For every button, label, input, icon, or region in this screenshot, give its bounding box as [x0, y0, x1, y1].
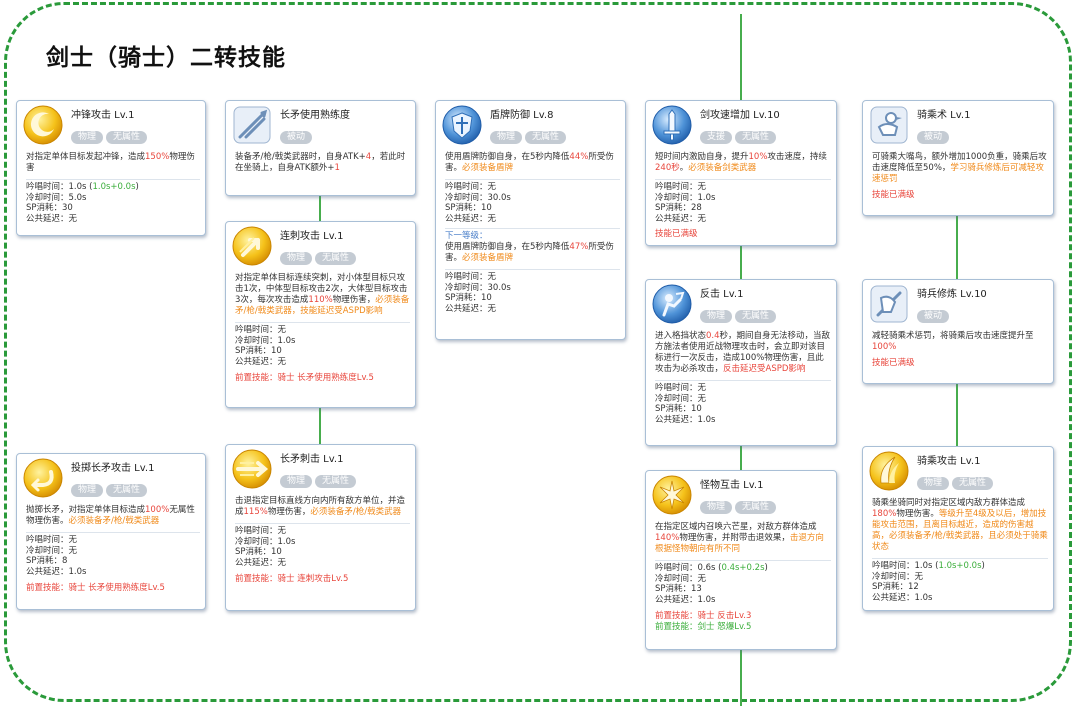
- skill-description: 使用盾牌防御自身，在5秒内降低44%所受伤害。必须装备盾牌: [445, 152, 614, 173]
- skill-card-guard[interactable]: 盾牌防御 Lv.8 物理无属性 使用盾牌防御自身，在5秒内降低44%所受伤害。必…: [435, 100, 626, 340]
- skill-card-spear-mastery[interactable]: 长矛使用熟练度 被动 装备矛/枪/戟类武器时，自身ATK+4，若此时在坐骑上，自…: [225, 100, 416, 196]
- tag-no-element: 无属性: [735, 310, 777, 323]
- skill-name: 冲锋攻击 Lv.1: [71, 110, 135, 121]
- tag-no-element: 无属性: [315, 252, 357, 265]
- skill-name: 长矛使用熟练度: [280, 110, 350, 121]
- tag-physical: 物理: [280, 475, 313, 488]
- skill-name: 怪物互击 Lv.1: [700, 480, 764, 491]
- max-level-note: 技能已满级: [872, 358, 915, 368]
- skill-description: 对指定单体目标连续突刺，对小体型目标只攻击1次，中体型目标攻击2次，大体型目标攻…: [235, 273, 410, 316]
- skill-name: 骑乘术 Lv.1: [917, 110, 971, 121]
- tag-no-element: 无属性: [735, 131, 777, 144]
- skill-description: 进入格挡状态0.4秒，期间自身无法移动，当敌方施法者使用近战物理攻击时，会立即对…: [655, 331, 831, 374]
- counter-icon: [652, 284, 692, 324]
- prerequisite-skill: 前置技能：骑士 长矛使用熟练度Lv.5: [26, 583, 165, 593]
- skill-name: 长矛刺击 Lv.1: [280, 454, 344, 465]
- skill-stats: 吟唱时间：无 冷却时间：1.0s SP消耗：28 公共延迟：无: [655, 179, 831, 224]
- skill-card-cavalier-mastery[interactable]: 骑兵修炼 Lv.10 被动 减轻骑乘术惩罚，将骑乘后攻击速度提升至100% 技能…: [862, 279, 1054, 384]
- skill-name: 投掷长矛攻击 Lv.1: [71, 463, 155, 474]
- skill-stats: 吟唱时间：1.0s (1.0s+0.0s) 冷却时间：5.0s SP消耗：30 …: [26, 179, 200, 224]
- skill-description: 骑乘坐骑同时对指定区域内敌方群体造成180%物理伤害。等级升至4级及以后，增加技…: [872, 498, 1048, 552]
- skill-card-riding[interactable]: 骑乘术 Lv.1 被动 可骑乘大嘴鸟，额外增加1000负重，骑乘后攻击速度降低至…: [862, 100, 1054, 216]
- connector-line: [956, 216, 958, 279]
- tag-no-element: 无属性: [525, 131, 567, 144]
- tag-no-element: 无属性: [952, 477, 994, 490]
- skill-stats: 吟唱时间：无 冷却时间：1.0s SP消耗：10 公共延迟：无: [235, 523, 410, 568]
- skill-name: 连刺攻击 Lv.1: [280, 231, 344, 242]
- skill-description: 击退指定目标直线方向内所有敌方单位，并造成115%物理伤害，必须装备矛/枪/戟类…: [235, 496, 406, 517]
- skill-card-spear-throw[interactable]: 投掷长矛攻击 Lv.1 物理无属性 抛掷长矛，对指定单体目标造成100%无属性物…: [16, 453, 206, 610]
- shield-icon: [442, 105, 482, 145]
- skill-name: 骑兵修炼 Lv.10: [917, 289, 987, 300]
- skill-card-brandish-spear[interactable]: 骑乘攻击 Lv.1 物理无属性 骑乘坐骑同时对指定区域内敌方群体造成180%物理…: [862, 446, 1054, 611]
- skill-name: 反击 Lv.1: [700, 289, 744, 300]
- tag-physical: 物理: [700, 501, 733, 514]
- skill-description: 装备矛/枪/戟类武器时，自身ATK+4，若此时在坐骑上，自身ATK额外+1: [235, 152, 406, 173]
- skill-stats: 吟唱时间：无 冷却时间：30.0s SP消耗：10 公共延迟：无: [445, 179, 620, 224]
- skill-description: 抛掷长矛，对指定单体目标造成100%无属性物理伤害。必须装备矛/枪/戟类武器: [26, 505, 195, 526]
- prerequisite-skill: 前置技能：骑士 长矛使用熟练度Lv.5: [235, 373, 374, 383]
- next-level-stats: 吟唱时间：无 冷却时间：30.0s SP消耗：10 公共延迟：无: [445, 269, 620, 314]
- skill-name: 盾牌防御 Lv.8: [490, 110, 554, 121]
- skill-card-spear-stab[interactable]: 长矛刺击 Lv.1 物理无属性 击退指定目标直线方向内所有敌方单位，并造成115…: [225, 444, 416, 611]
- tag-physical: 物理: [700, 310, 733, 323]
- max-level-note: 技能已满级: [872, 190, 915, 200]
- dashed-frame: [4, 2, 1072, 702]
- tag-physical: 物理: [917, 477, 950, 490]
- skill-stats: 吟唱时间：1.0s (1.0s+0.0s) 冷却时间：无 SP消耗：12 公共延…: [872, 558, 1048, 603]
- bird-icon: [869, 105, 909, 145]
- prerequisite-skill: 前置技能：骑士 连刺攻击Lv.5: [235, 574, 349, 584]
- skill-name: 骑乘攻击 Lv.1: [917, 456, 981, 467]
- tag-passive: 被动: [280, 131, 313, 144]
- skill-description: 短时间内激励自身，提升10%攻击速度，持续240秒。必须装备剑类武器: [655, 152, 827, 173]
- connector-line: [740, 446, 742, 470]
- skill-stats: 吟唱时间：无 冷却时间：无 SP消耗：10 公共延迟：1.0s: [655, 380, 831, 425]
- skill-description: 减轻骑乘术惩罚，将骑乘后攻击速度提升至100%: [872, 331, 1034, 352]
- tag-physical: 物理: [280, 252, 313, 265]
- skill-name: 剑攻速增加 Lv.10: [700, 110, 780, 121]
- blade-icon: [869, 451, 909, 491]
- page-title: 剑士（骑士）二转技能: [46, 45, 286, 71]
- skill-card-sword-quicken[interactable]: 剑攻速增加 Lv.10 支援无属性 短时间内激励自身，提升10%攻击速度，持续2…: [645, 100, 837, 246]
- prerequisite-skill-met: 前置技能：剑士 怒爆Lv.5: [655, 621, 752, 632]
- skill-card-counter[interactable]: 反击 Lv.1 物理无属性 进入格挡状态0.4秒，期间自身无法移动，当敌方施法者…: [645, 279, 837, 446]
- skill-description: 可骑乘大嘴鸟，额外增加1000负重，骑乘后攻击速度降低至50%，学习骑兵修炼后可…: [872, 152, 1047, 184]
- skill-card-bowling-bash[interactable]: 怪物互击 Lv.1 物理无属性 在指定区域内召唤六芒星，对敌方群体造成140%物…: [645, 470, 837, 650]
- tag-physical: 物理: [71, 484, 104, 497]
- arrow-icon: [232, 226, 272, 266]
- skill-card-charge[interactable]: 冲锋攻击 Lv.1 物理无属性 对指定单体目标发起冲锋，造成150%物理伤害 吟…: [16, 100, 206, 236]
- return-icon: [23, 458, 63, 498]
- skill-stats: 吟唱时间：无 冷却时间：无 SP消耗：8 公共延迟：1.0s: [26, 532, 200, 577]
- prerequisite-skill: 前置技能：骑士 反击Lv.3: [655, 611, 752, 621]
- connector-line: [319, 196, 321, 221]
- max-level-note: 技能已满级: [655, 229, 698, 239]
- connector-line: [956, 384, 958, 446]
- connector-line: [740, 650, 742, 706]
- lance-icon: [232, 449, 272, 489]
- burst-icon: [652, 475, 692, 515]
- tag-passive: 被动: [917, 131, 950, 144]
- next-level-label: 下一等级：: [445, 228, 620, 242]
- skill-stats: 吟唱时间：无 冷却时间：1.0s SP消耗：10 公共延迟：无: [235, 322, 410, 367]
- tag-no-element: 无属性: [315, 475, 357, 488]
- cavalier-icon: [869, 284, 909, 324]
- tag-no-element: 无属性: [735, 501, 777, 514]
- tag-passive: 被动: [917, 310, 950, 323]
- tag-no-element: 无属性: [106, 484, 148, 497]
- sword-icon: [652, 105, 692, 145]
- tag-physical: 物理: [71, 131, 104, 144]
- skill-stats: 吟唱时间：0.6s (0.4s+0.2s) 冷却时间：无 SP消耗：13 公共延…: [655, 560, 831, 605]
- connector-line: [319, 408, 321, 444]
- tag-no-element: 无属性: [106, 131, 148, 144]
- tag-physical: 物理: [490, 131, 523, 144]
- skill-description: 在指定区域内召唤六芒星，对敌方群体造成140%物理伤害，并附带击退效果，击退方向…: [655, 522, 824, 554]
- spear-icon: [232, 105, 272, 145]
- tag-support: 支援: [700, 131, 733, 144]
- skill-card-pierce[interactable]: 连刺攻击 Lv.1 物理无属性 对指定单体目标连续突刺，对小体型目标只攻击1次，…: [225, 221, 416, 408]
- skill-description: 对指定单体目标发起冲锋，造成150%物理伤害: [26, 152, 195, 173]
- crescent-icon: [23, 105, 63, 145]
- next-level-description: 使用盾牌防御自身，在5秒内降低47%所受伤害。必须装备盾牌: [445, 242, 614, 263]
- connector-line: [740, 14, 742, 100]
- connector-line: [740, 246, 742, 279]
